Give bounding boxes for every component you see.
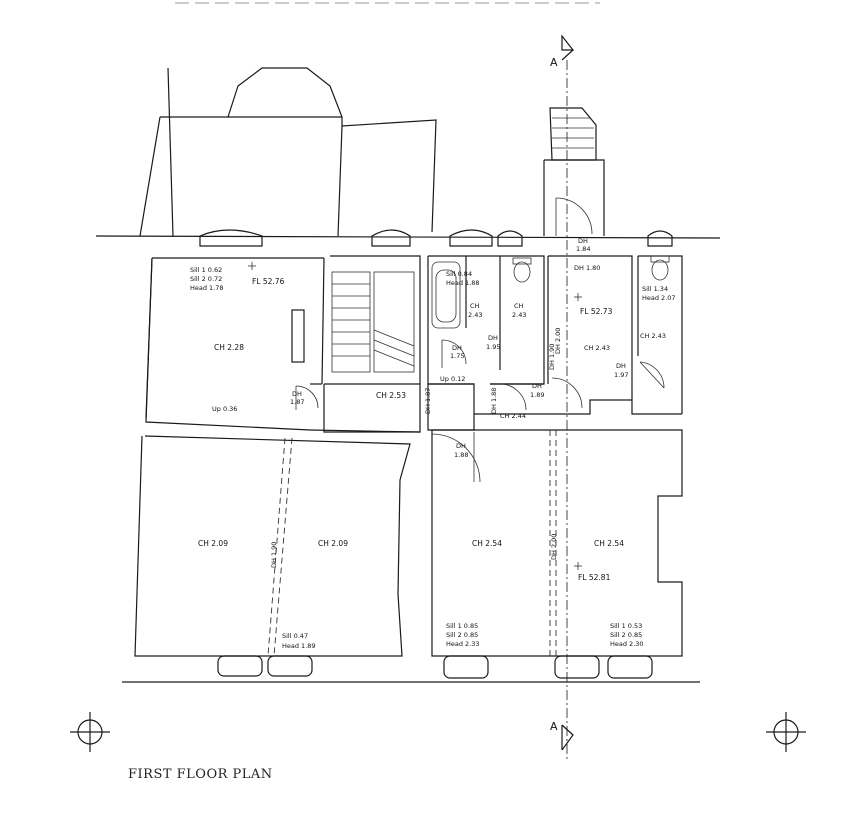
room-b-dh-top-val: 1.84 bbox=[576, 245, 590, 253]
section-label-top: A bbox=[550, 56, 558, 69]
room-a-fl: FL 52.76 bbox=[252, 277, 285, 286]
adjacent-roof-outline bbox=[95, 67, 721, 239]
plan-title: FIRST FLOOR PLAN bbox=[128, 767, 273, 782]
section-label-bottom: A bbox=[550, 720, 558, 733]
bath-ch-a: CH bbox=[470, 302, 480, 310]
bath-ch-b-val: 2.43 bbox=[512, 311, 526, 319]
landing-dh: DH bbox=[452, 344, 462, 352]
room-c-dh: DH 1.90 bbox=[270, 542, 278, 568]
outer-walls bbox=[122, 257, 700, 683]
corridor-ch: CH 2.44 bbox=[500, 412, 526, 420]
room-b-dh2-val: 1.97 bbox=[614, 371, 628, 379]
room-d-sill: Sill 0.47 bbox=[282, 632, 308, 640]
room-f-sill-1: Sill 1 0.53 bbox=[610, 622, 642, 630]
room-c-ch: CH 2.09 bbox=[198, 539, 228, 548]
bath-ch-b: CH bbox=[514, 302, 524, 310]
room-f-ch: CH 2.54 bbox=[594, 539, 624, 548]
landing-dh3: DH 1.90 bbox=[548, 344, 556, 370]
room-b-dh: DH 1.80 bbox=[574, 264, 600, 272]
corridor-dh: DH bbox=[532, 382, 542, 390]
bath-ch-a-val: 2.43 bbox=[468, 311, 482, 319]
room-e-head: Head 2.33 bbox=[446, 640, 480, 648]
room-e-dh: DH 2.00 bbox=[550, 534, 558, 560]
section-line-a bbox=[561, 34, 575, 760]
top-windows bbox=[199, 229, 673, 247]
wc-head: Head 2.07 bbox=[642, 294, 676, 302]
room-b-dh-top: DH bbox=[578, 237, 588, 245]
room-a-sill-2: Sill 2 0.72 bbox=[190, 275, 222, 283]
door-a-val: 1.87 bbox=[290, 398, 304, 406]
bath-dh: DH bbox=[488, 334, 498, 342]
bath-dh-val: 1.95 bbox=[486, 343, 500, 351]
room-e-sill-2: Sill 2 0.85 bbox=[446, 631, 478, 639]
stair-dh: DH 1.87 bbox=[424, 388, 432, 414]
room-b-fl: FL 52.73 bbox=[580, 307, 613, 316]
landing-dh2-val: 1.88 bbox=[454, 451, 468, 459]
room-a-head: Head 1.78 bbox=[190, 284, 224, 292]
room-f-sill-2: Sill 2 0.85 bbox=[610, 631, 642, 639]
external-stair bbox=[543, 107, 605, 236]
stair-ch: CH 2.53 bbox=[376, 391, 406, 400]
room-a-ch: CH 2.28 bbox=[214, 343, 244, 352]
room-d-head: Head 1.89 bbox=[282, 642, 316, 650]
bath-sill: Sill 0.84 bbox=[446, 270, 472, 278]
room-d-ch: CH 2.09 bbox=[318, 539, 348, 548]
door-a-dh: DH bbox=[292, 390, 302, 398]
room-f-head: Head 2.30 bbox=[610, 640, 644, 648]
room-a-sill-1: Sill 1 0.62 bbox=[190, 266, 222, 274]
landing-up: Up 0.12 bbox=[440, 375, 465, 383]
room-e-ch: CH 2.54 bbox=[472, 539, 502, 548]
upper-interior-walls bbox=[291, 255, 683, 483]
wc-ch: CH 2.43 bbox=[640, 332, 666, 340]
room-f-fl: FL 52.81 bbox=[578, 573, 611, 582]
corridor-dh-val: 1.89 bbox=[530, 391, 544, 399]
grid-marker-left bbox=[70, 712, 110, 752]
room-b-ch: CH 2.43 bbox=[584, 344, 610, 352]
room-e-sill-1: Sill 1 0.85 bbox=[446, 622, 478, 630]
grid-marker-right bbox=[766, 712, 806, 752]
bottom-windows bbox=[217, 655, 653, 679]
room-b-dh3: DH 2.00 bbox=[554, 328, 562, 354]
corridor-dh-side: DH 1.88 bbox=[490, 388, 498, 414]
landing-dh2: DH bbox=[456, 442, 466, 450]
wc-sill: Sill 1.34 bbox=[642, 285, 668, 293]
room-a-up: Up 0.36 bbox=[212, 405, 237, 413]
landing-dh-val: 1.75 bbox=[450, 352, 464, 360]
bath-head: Head 1.88 bbox=[446, 279, 480, 287]
room-b-dh2: DH bbox=[616, 362, 626, 370]
level-markers bbox=[248, 262, 582, 570]
